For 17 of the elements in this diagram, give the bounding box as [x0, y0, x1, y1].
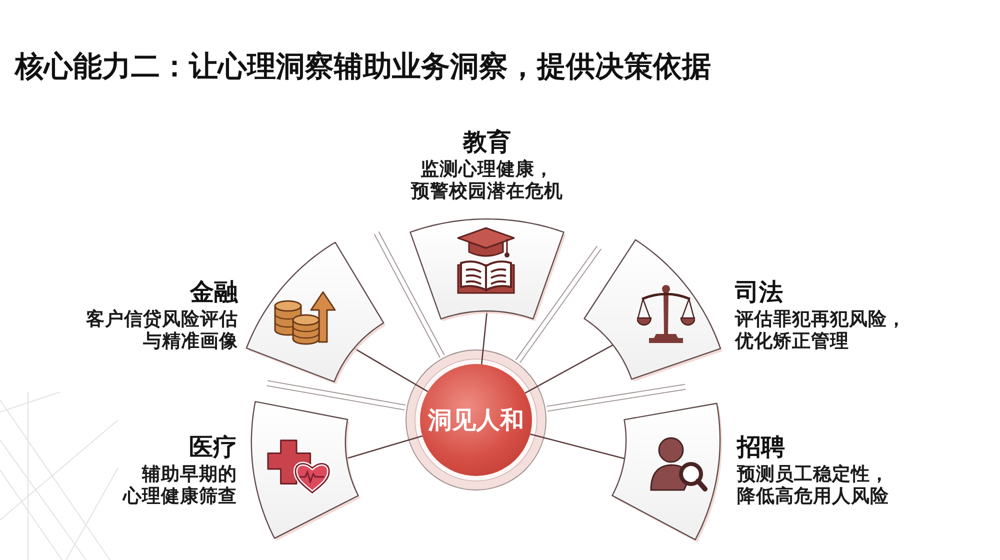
sector-description: 监测心理健康，预警校园潜在危机 — [411, 159, 563, 203]
sector-description: 辅助早期的心理健康筛查 — [123, 464, 237, 508]
connector-line — [346, 435, 422, 460]
connector-line — [354, 348, 428, 392]
sector-title: 金融 — [190, 277, 238, 307]
sector-description: 评估罪犯再犯风险，优化矫正管理 — [735, 309, 906, 353]
sector-description: 预测员工稳定性，降低高危用人风险 — [737, 464, 889, 508]
connector-line — [530, 433, 625, 460]
connector-line — [480, 310, 488, 364]
hub-label: 洞见人和 — [428, 405, 524, 435]
sector-description: 客户信贷风险评估与精准画像 — [86, 309, 238, 353]
sector-title: 招聘 — [737, 432, 785, 462]
connector-line — [524, 344, 614, 394]
sector-title: 教育 — [463, 127, 511, 157]
sector-title: 司法 — [735, 277, 783, 307]
sector-title: 医疗 — [189, 432, 237, 462]
slide-title: 核心能力二：让心理洞察辅助业务洞察，提供决策依据 — [15, 50, 711, 85]
